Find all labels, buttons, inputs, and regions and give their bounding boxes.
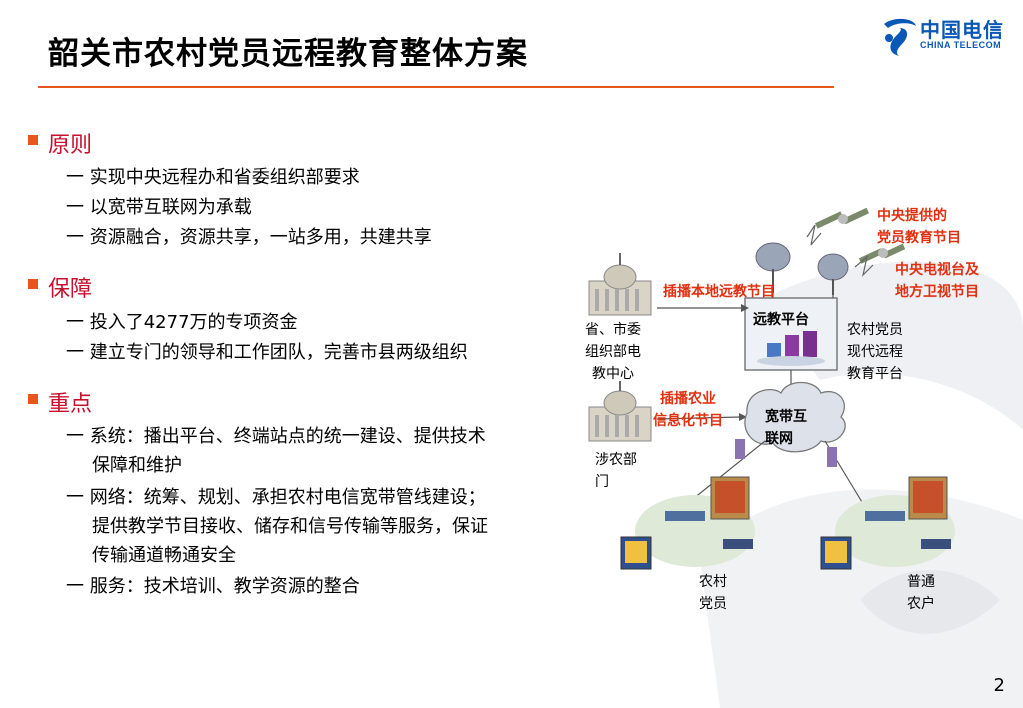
list-item: 一 实现中央远程办和省委组织部要求 [66,167,360,188]
government-building-icon [588,381,652,442]
satellite-dish-icon [755,242,791,293]
logo-chinese-name: 中国电信 [920,18,1004,42]
label-households: 普通 农户 [907,574,935,612]
label-central-programs: 中央提供的 党员教育节目 [877,208,961,246]
broadband-cloud [744,381,846,453]
list-item: 提供教学节目接收、储存和信号传输等服务，保证 [92,516,488,537]
household-terminal [820,476,955,570]
arrow-agri-insert [656,416,742,420]
satellite-icon [858,243,906,264]
section-title: 重点 [48,392,93,417]
label-tv-programs: 中央电视台及 地方卫视节目 [895,262,979,300]
label-rural-platform: 农村党员 现代远程 教育平台 [847,322,903,382]
list-item: 一 投入了4277万的专项资金 [66,312,298,333]
label-agri-dept: 涉农部 门 [595,452,637,490]
label-agri-insert: 插播农业 信息化节目 [653,391,723,429]
list-item: 一 资源融合，资源共享，一站多用，共建共享 [66,227,432,248]
section-title: 保障 [48,277,93,302]
logo-english-name: CHINA TELECOM [920,40,1002,50]
section-title: 原则 [48,133,93,158]
network-diagram: 中央提供的 党员教育节目 中央电视台及 地方卫视节目 插播本地远教节目 远教平台… [575,195,1023,625]
list-item: 一 服务：技术培训、教学资源的整合 [66,576,360,597]
label-org-center: 省、市委 组织部电 教中心 [585,322,641,382]
satellite-dish-icon [817,253,849,295]
label-broadband: 宽带互 联网 [765,409,807,447]
label-party-members: 农村 党员 [699,574,727,612]
label-local-insert: 插播本地远教节目 [663,284,775,300]
list-item: 一 建立专门的领导和工作团队，完善市县两级组织 [66,342,468,363]
server-icon [757,331,825,366]
list-item: 保障和维护 [92,455,182,476]
list-item: 传输通道畅通安全 [92,545,236,566]
router-icon [735,439,745,459]
china-telecom-logo-icon [884,18,916,56]
title-divider [38,86,834,88]
china-telecom-logo: 中国电信 CHINA TELECOM [880,14,1005,58]
page-number: 2 [993,675,1005,696]
section-bullet [28,394,38,404]
page-title: 韶关市农村党员远程教育整体方案 [48,36,528,72]
list-item: 一 系统：播出平台、终端站点的统一建设、提供技术 [66,426,486,447]
satellite-icon [815,207,870,229]
section-bullet [28,135,38,145]
router-icon [827,447,837,467]
label-platform: 远教平台 [753,312,809,328]
list-item: 一 以宽带互联网为承载 [66,197,252,218]
rural-party-terminal [620,476,755,570]
diagram-graphics [588,207,955,570]
government-building-icon [588,253,652,316]
section-bullet [28,279,38,289]
list-item: 一 网络：统筹、规划、承担农村电信宽带管线建设； [66,487,486,508]
